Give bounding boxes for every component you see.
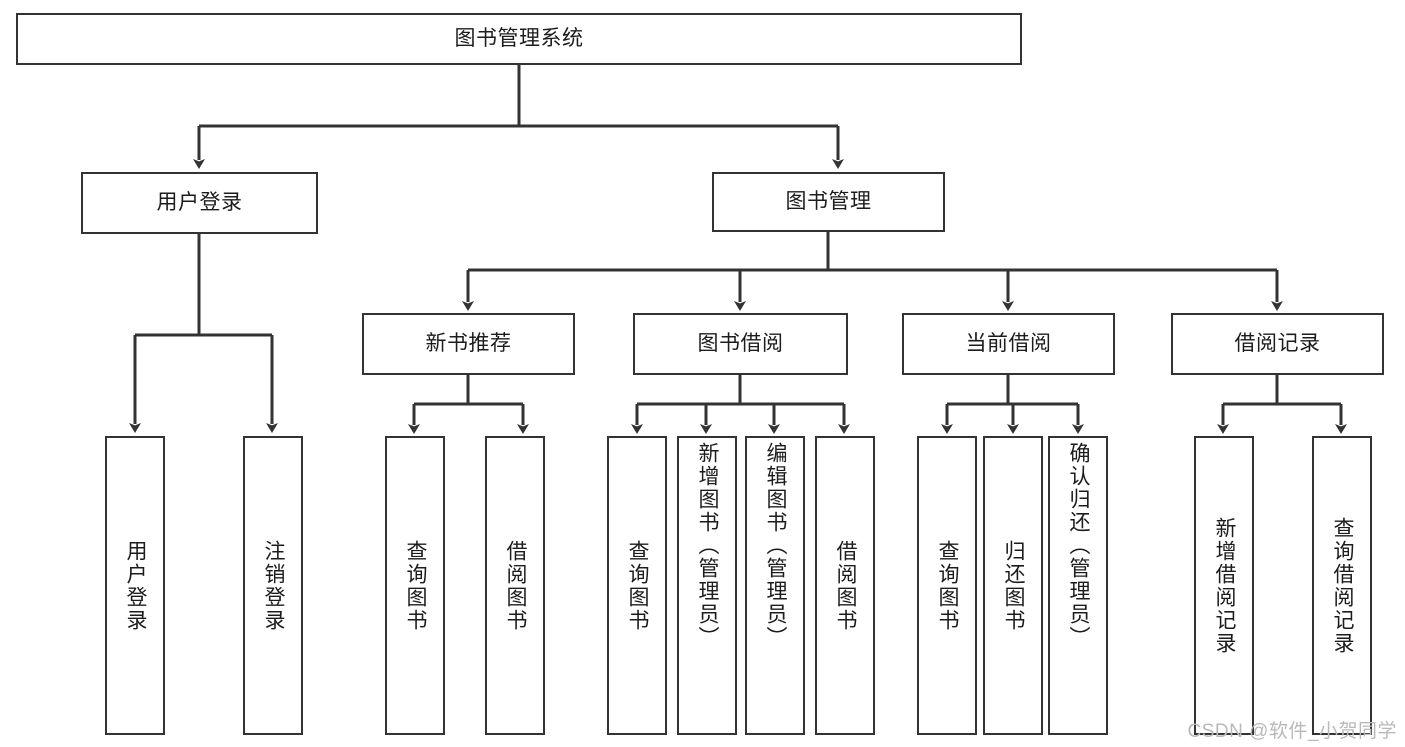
leaf-borrow-add-book-label: 新增图书（管理员）: [696, 442, 720, 649]
node-book-management[interactable]: 图书管理: [712, 172, 945, 232]
node-user-login[interactable]: 用户登录: [81, 172, 318, 234]
node-new-book-recommend[interactable]: 新书推荐: [362, 313, 575, 375]
leaf-current-return-book[interactable]: 归还图书: [983, 436, 1043, 735]
leaf-recommend-borrow-book-label: 借阅图书: [504, 539, 528, 632]
leaf-record-query-record-label: 查询借阅记录: [1331, 516, 1355, 655]
leaf-current-confirm-return[interactable]: 确认归还（管理员）: [1048, 436, 1108, 735]
leaf-recommend-query-book-label: 查询图书: [404, 539, 428, 632]
leaf-record-query-record[interactable]: 查询借阅记录: [1312, 436, 1372, 735]
leaf-user-login-logout-label: 注销登录: [262, 539, 286, 632]
leaf-current-confirm-return-label: 确认归还（管理员）: [1067, 442, 1091, 649]
leaf-current-query-book[interactable]: 查询图书: [917, 436, 977, 735]
node-current-borrow-label: 当前借阅: [965, 331, 1052, 355]
node-borrow-record-label: 借阅记录: [1234, 331, 1321, 355]
node-root-system[interactable]: 图书管理系统: [16, 13, 1022, 65]
leaf-user-login-login[interactable]: 用户登录: [105, 436, 165, 735]
node-root-system-label: 图书管理系统: [454, 26, 584, 50]
leaf-borrow-query-book[interactable]: 查询图书: [607, 436, 667, 735]
leaf-current-return-book-label: 归还图书: [1002, 539, 1026, 632]
node-user-login-label: 用户登录: [156, 190, 243, 214]
leaf-user-login-login-label: 用户登录: [124, 539, 148, 632]
leaf-borrow-edit-book-label: 编辑图书（管理员）: [764, 442, 788, 649]
leaf-current-query-book-label: 查询图书: [936, 539, 960, 632]
leaf-borrow-borrow-book-label: 借阅图书: [834, 539, 858, 632]
leaf-borrow-query-book-label: 查询图书: [626, 539, 650, 632]
node-book-management-label: 图书管理: [785, 189, 872, 213]
node-book-borrow-label: 图书借阅: [697, 331, 784, 355]
leaf-borrow-borrow-book[interactable]: 借阅图书: [815, 436, 875, 735]
leaf-recommend-query-book[interactable]: 查询图书: [385, 436, 445, 735]
leaf-borrow-edit-book[interactable]: 编辑图书（管理员）: [745, 436, 805, 735]
csdn-watermark: CSDN @软件_小贺同学: [1187, 721, 1397, 742]
leaf-user-login-logout[interactable]: 注销登录: [243, 436, 303, 735]
leaf-recommend-borrow-book[interactable]: 借阅图书: [485, 436, 545, 735]
node-new-book-recommend-label: 新书推荐: [425, 331, 512, 355]
node-book-borrow[interactable]: 图书借阅: [633, 313, 848, 375]
leaf-borrow-add-book[interactable]: 新增图书（管理员）: [677, 436, 737, 735]
node-borrow-record[interactable]: 借阅记录: [1171, 313, 1384, 375]
leaf-record-add-record-label: 新增借阅记录: [1213, 516, 1237, 655]
leaf-record-add-record[interactable]: 新增借阅记录: [1194, 436, 1254, 735]
node-current-borrow[interactable]: 当前借阅: [902, 313, 1115, 375]
